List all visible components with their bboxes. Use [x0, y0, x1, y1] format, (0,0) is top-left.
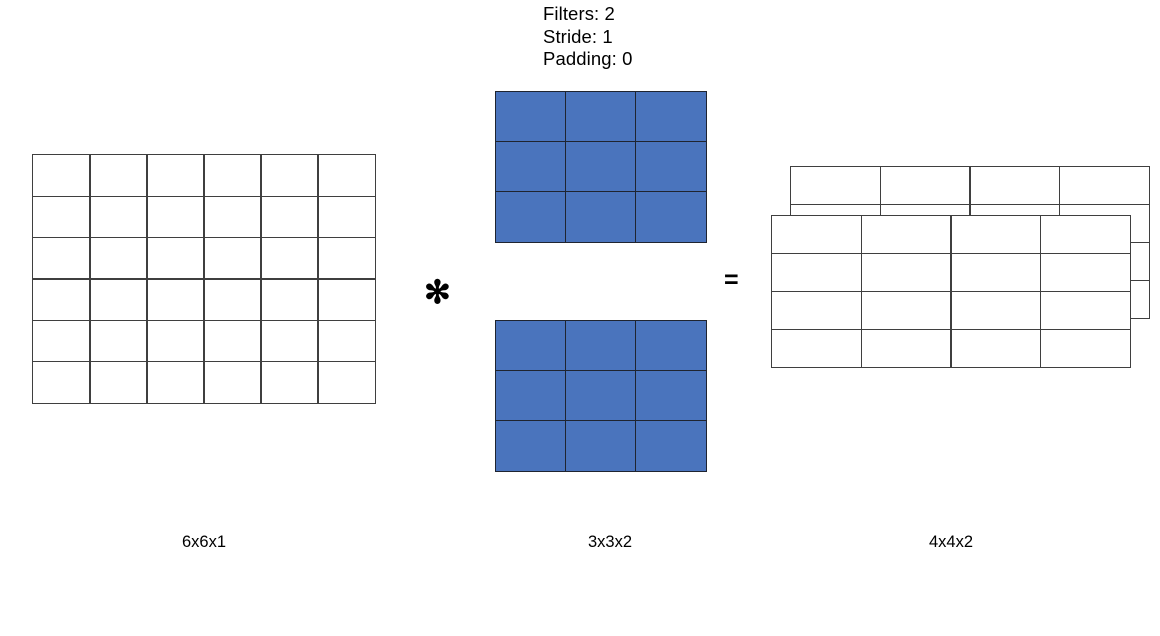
- grid-cell: [1058, 166, 1150, 206]
- grid-cell: [32, 195, 91, 239]
- grid-cell: [635, 91, 707, 143]
- grid-cell: [860, 253, 952, 293]
- grid-cell: [260, 195, 319, 239]
- grid-cell: [317, 154, 376, 198]
- grid-cell: [203, 278, 262, 322]
- padding-label: Padding: 0: [543, 48, 633, 69]
- grid-cell: [495, 420, 567, 472]
- grid-cell: [1039, 253, 1131, 293]
- grid-cell: [790, 166, 882, 206]
- grid-cell: [317, 278, 376, 322]
- grid-cell: [146, 319, 205, 363]
- grid-cell: [146, 360, 205, 404]
- grid-cell: [635, 370, 707, 422]
- grid-cell: [565, 370, 637, 422]
- grid-cell: [860, 215, 952, 255]
- grid-cell: [860, 290, 952, 330]
- grid-cell: [771, 253, 863, 293]
- grid-cell: [495, 191, 567, 243]
- grid-cell: [771, 328, 863, 368]
- grid-cell: [203, 236, 262, 280]
- grid-cell: [317, 236, 376, 280]
- grid-cell: [89, 195, 148, 239]
- grid-cell: [32, 360, 91, 404]
- grid-cell: [950, 290, 1042, 330]
- grid-cell: [260, 319, 319, 363]
- grid-cell: [565, 191, 637, 243]
- grid-cell: [89, 154, 148, 198]
- grid-cell: [950, 253, 1042, 293]
- grid-cell: [969, 166, 1061, 206]
- grid-cell: [89, 278, 148, 322]
- grid-cell: [317, 195, 376, 239]
- grid-cell: [32, 236, 91, 280]
- filters-label: Filters: 2: [543, 3, 615, 24]
- grid-cell: [317, 319, 376, 363]
- convolution-operator-icon: ✻: [424, 274, 451, 310]
- grid-cell: [89, 236, 148, 280]
- grid-cell: [203, 319, 262, 363]
- grid-cell: [495, 370, 567, 422]
- grid-cell: [1039, 328, 1131, 368]
- grid-cell: [89, 319, 148, 363]
- grid-cell: [565, 320, 637, 372]
- grid-cell: [203, 154, 262, 198]
- filter-caption: 3x3x2: [587, 533, 633, 551]
- input-feature-map-grid: [32, 154, 376, 404]
- grid-cell: [203, 360, 262, 404]
- grid-cell: [1039, 290, 1131, 330]
- grid-cell: [32, 319, 91, 363]
- grid-cell: [146, 195, 205, 239]
- grid-cell: [635, 141, 707, 193]
- equals-operator-icon: =: [724, 266, 739, 294]
- grid-cell: [146, 278, 205, 322]
- grid-cell: [771, 290, 863, 330]
- grid-cell: [32, 154, 91, 198]
- grid-cell: [260, 360, 319, 404]
- grid-cell: [260, 154, 319, 198]
- filter-kernel-grid-1: [495, 91, 707, 243]
- grid-cell: [260, 278, 319, 322]
- grid-cell: [950, 328, 1042, 368]
- stride-label: Stride: 1: [543, 25, 613, 47]
- grid-cell: [950, 215, 1042, 255]
- output-caption: 4x4x2: [928, 533, 974, 551]
- grid-cell: [203, 195, 262, 239]
- input-caption: 6x6x1: [181, 533, 227, 551]
- grid-cell: [146, 236, 205, 280]
- grid-cell: [495, 141, 567, 193]
- grid-cell: [565, 141, 637, 193]
- grid-cell: [860, 328, 952, 368]
- grid-cell: [146, 154, 205, 198]
- grid-cell: [89, 360, 148, 404]
- grid-cell: [495, 320, 567, 372]
- grid-cell: [565, 420, 637, 472]
- grid-cell: [317, 360, 376, 404]
- grid-cell: [635, 420, 707, 472]
- grid-cell: [1039, 215, 1131, 255]
- grid-cell: [565, 91, 637, 143]
- output-feature-map-grid-front: [771, 215, 1131, 368]
- grid-cell: [879, 166, 971, 206]
- grid-cell: [260, 236, 319, 280]
- grid-cell: [635, 191, 707, 243]
- hyperparameter-block: Filters: 2 Stride: 1 Padding: 0: [543, 3, 632, 71]
- grid-cell: [495, 91, 567, 143]
- grid-cell: [771, 215, 863, 255]
- grid-cell: [635, 320, 707, 372]
- filter-kernel-grid-2: [495, 320, 707, 472]
- grid-cell: [32, 278, 91, 322]
